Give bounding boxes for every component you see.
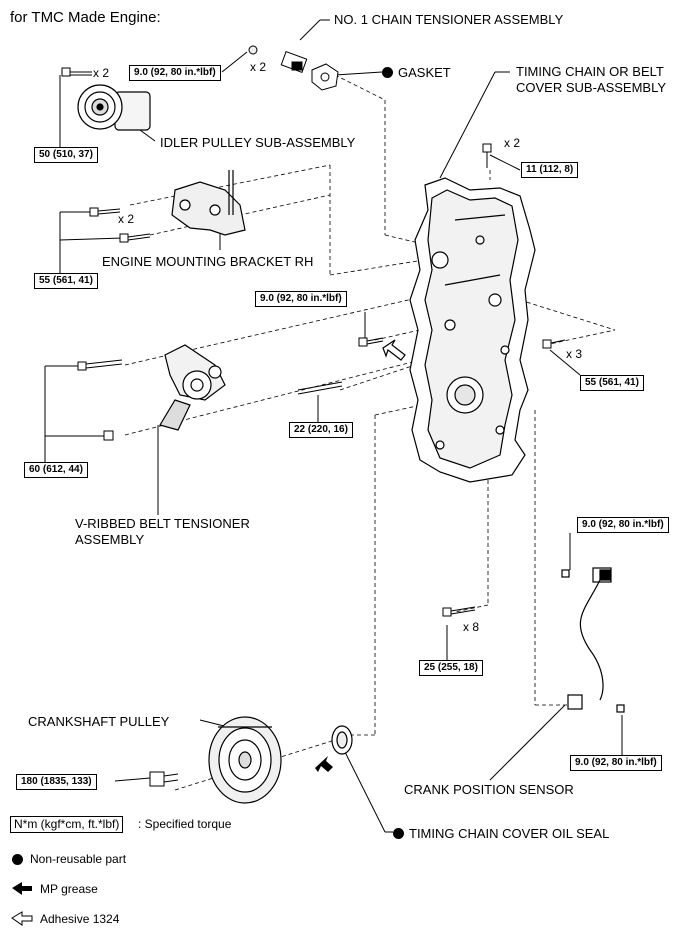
crankshaft-pulley bbox=[208, 716, 282, 804]
non-reusable-legend-icon bbox=[12, 854, 23, 865]
mp-grease-arrow-icon bbox=[315, 756, 333, 772]
label-gasket: GASKET bbox=[398, 65, 451, 80]
page-header: for TMC Made Engine: bbox=[10, 9, 161, 26]
label-timing-cover-line1: TIMING CHAIN OR BELT bbox=[516, 64, 664, 79]
label-crank-sensor: CRANK POSITION SENSOR bbox=[404, 782, 574, 797]
label-crankshaft-pulley: CRANKSHAFT PULLEY bbox=[28, 714, 170, 729]
non-reusable-dot-icon bbox=[393, 828, 404, 839]
engine-mounting-bracket bbox=[171, 170, 246, 236]
quantity-multiplier: x 2 bbox=[118, 212, 135, 226]
crankshaft-bolt bbox=[149, 771, 179, 787]
quantity-multiplier: x 3 bbox=[566, 347, 583, 361]
torque-box: 9.0 (92, 80 in.*lbf) bbox=[129, 65, 221, 81]
torque-box: 9.0 (92, 80 in.*lbf) bbox=[255, 291, 347, 307]
label-chain-tensioner: NO. 1 CHAIN TENSIONER ASSEMBLY bbox=[334, 12, 564, 27]
quantity-multiplier: x 8 bbox=[463, 620, 480, 634]
torque-box: 55 (561, 41) bbox=[580, 375, 644, 391]
torque-box: 180 (1835, 133) bbox=[16, 774, 97, 790]
small-bolts bbox=[358, 143, 566, 617]
torque-box: 50 (510, 37) bbox=[34, 147, 98, 163]
quantity-multiplier: x 2 bbox=[93, 66, 110, 80]
torque-box: 11 (112, 8) bbox=[521, 162, 579, 178]
idler-pulley bbox=[77, 84, 151, 131]
tensioner-bolts bbox=[77, 359, 123, 441]
torque-box: 9.0 (92, 80 in.*lbf) bbox=[577, 517, 669, 533]
quantity-multiplier: x 2 bbox=[250, 60, 267, 74]
label-belt-tensioner-line1: V-RIBBED BELT TENSIONER bbox=[75, 516, 250, 531]
adhesive-arrow-icon bbox=[382, 339, 406, 361]
label-idler-pulley: IDLER PULLEY SUB-ASSEMBLY bbox=[160, 135, 356, 150]
adhesive-legend-icon bbox=[11, 911, 33, 926]
quantity-multiplier: x 2 bbox=[504, 136, 521, 150]
timing-chain-cover bbox=[409, 177, 536, 483]
label-belt-tensioner-line2: ASSEMBLY bbox=[75, 532, 145, 547]
label-timing-cover-line2: COVER SUB-ASSEMBLY bbox=[516, 80, 667, 95]
legend-adhesive: Adhesive 1324 bbox=[40, 912, 120, 926]
chain-tensioner bbox=[248, 45, 339, 91]
label-oil-seal: TIMING CHAIN COVER OIL SEAL bbox=[409, 826, 610, 841]
oil-seal bbox=[331, 725, 353, 755]
torque-box: 9.0 (92, 80 in.*lbf) bbox=[570, 755, 662, 771]
belt-tensioner bbox=[159, 344, 226, 431]
crank-position-sensor bbox=[561, 567, 625, 713]
stud-bolt bbox=[297, 381, 343, 395]
mp-grease-legend-icon bbox=[12, 882, 32, 895]
legend-torque-unit: N*m (kgf*cm, ft.*lbf) bbox=[10, 816, 124, 833]
torque-box: 60 (612, 44) bbox=[24, 462, 88, 478]
legend-torque-desc: : Specified torque bbox=[138, 817, 232, 831]
torque-box: 25 (255, 18) bbox=[419, 660, 483, 676]
legend-mp-grease: MP grease bbox=[40, 882, 98, 896]
bracket-bolts bbox=[89, 207, 151, 243]
label-engine-bracket: ENGINE MOUNTING BRACKET RH bbox=[102, 254, 314, 269]
idler-bolt bbox=[61, 67, 92, 77]
torque-box: 22 (220, 16) bbox=[289, 422, 353, 438]
non-reusable-dot-icon bbox=[382, 67, 393, 78]
torque-box: 55 (561, 41) bbox=[34, 273, 98, 289]
legend-non-reusable: Non-reusable part bbox=[30, 852, 127, 866]
